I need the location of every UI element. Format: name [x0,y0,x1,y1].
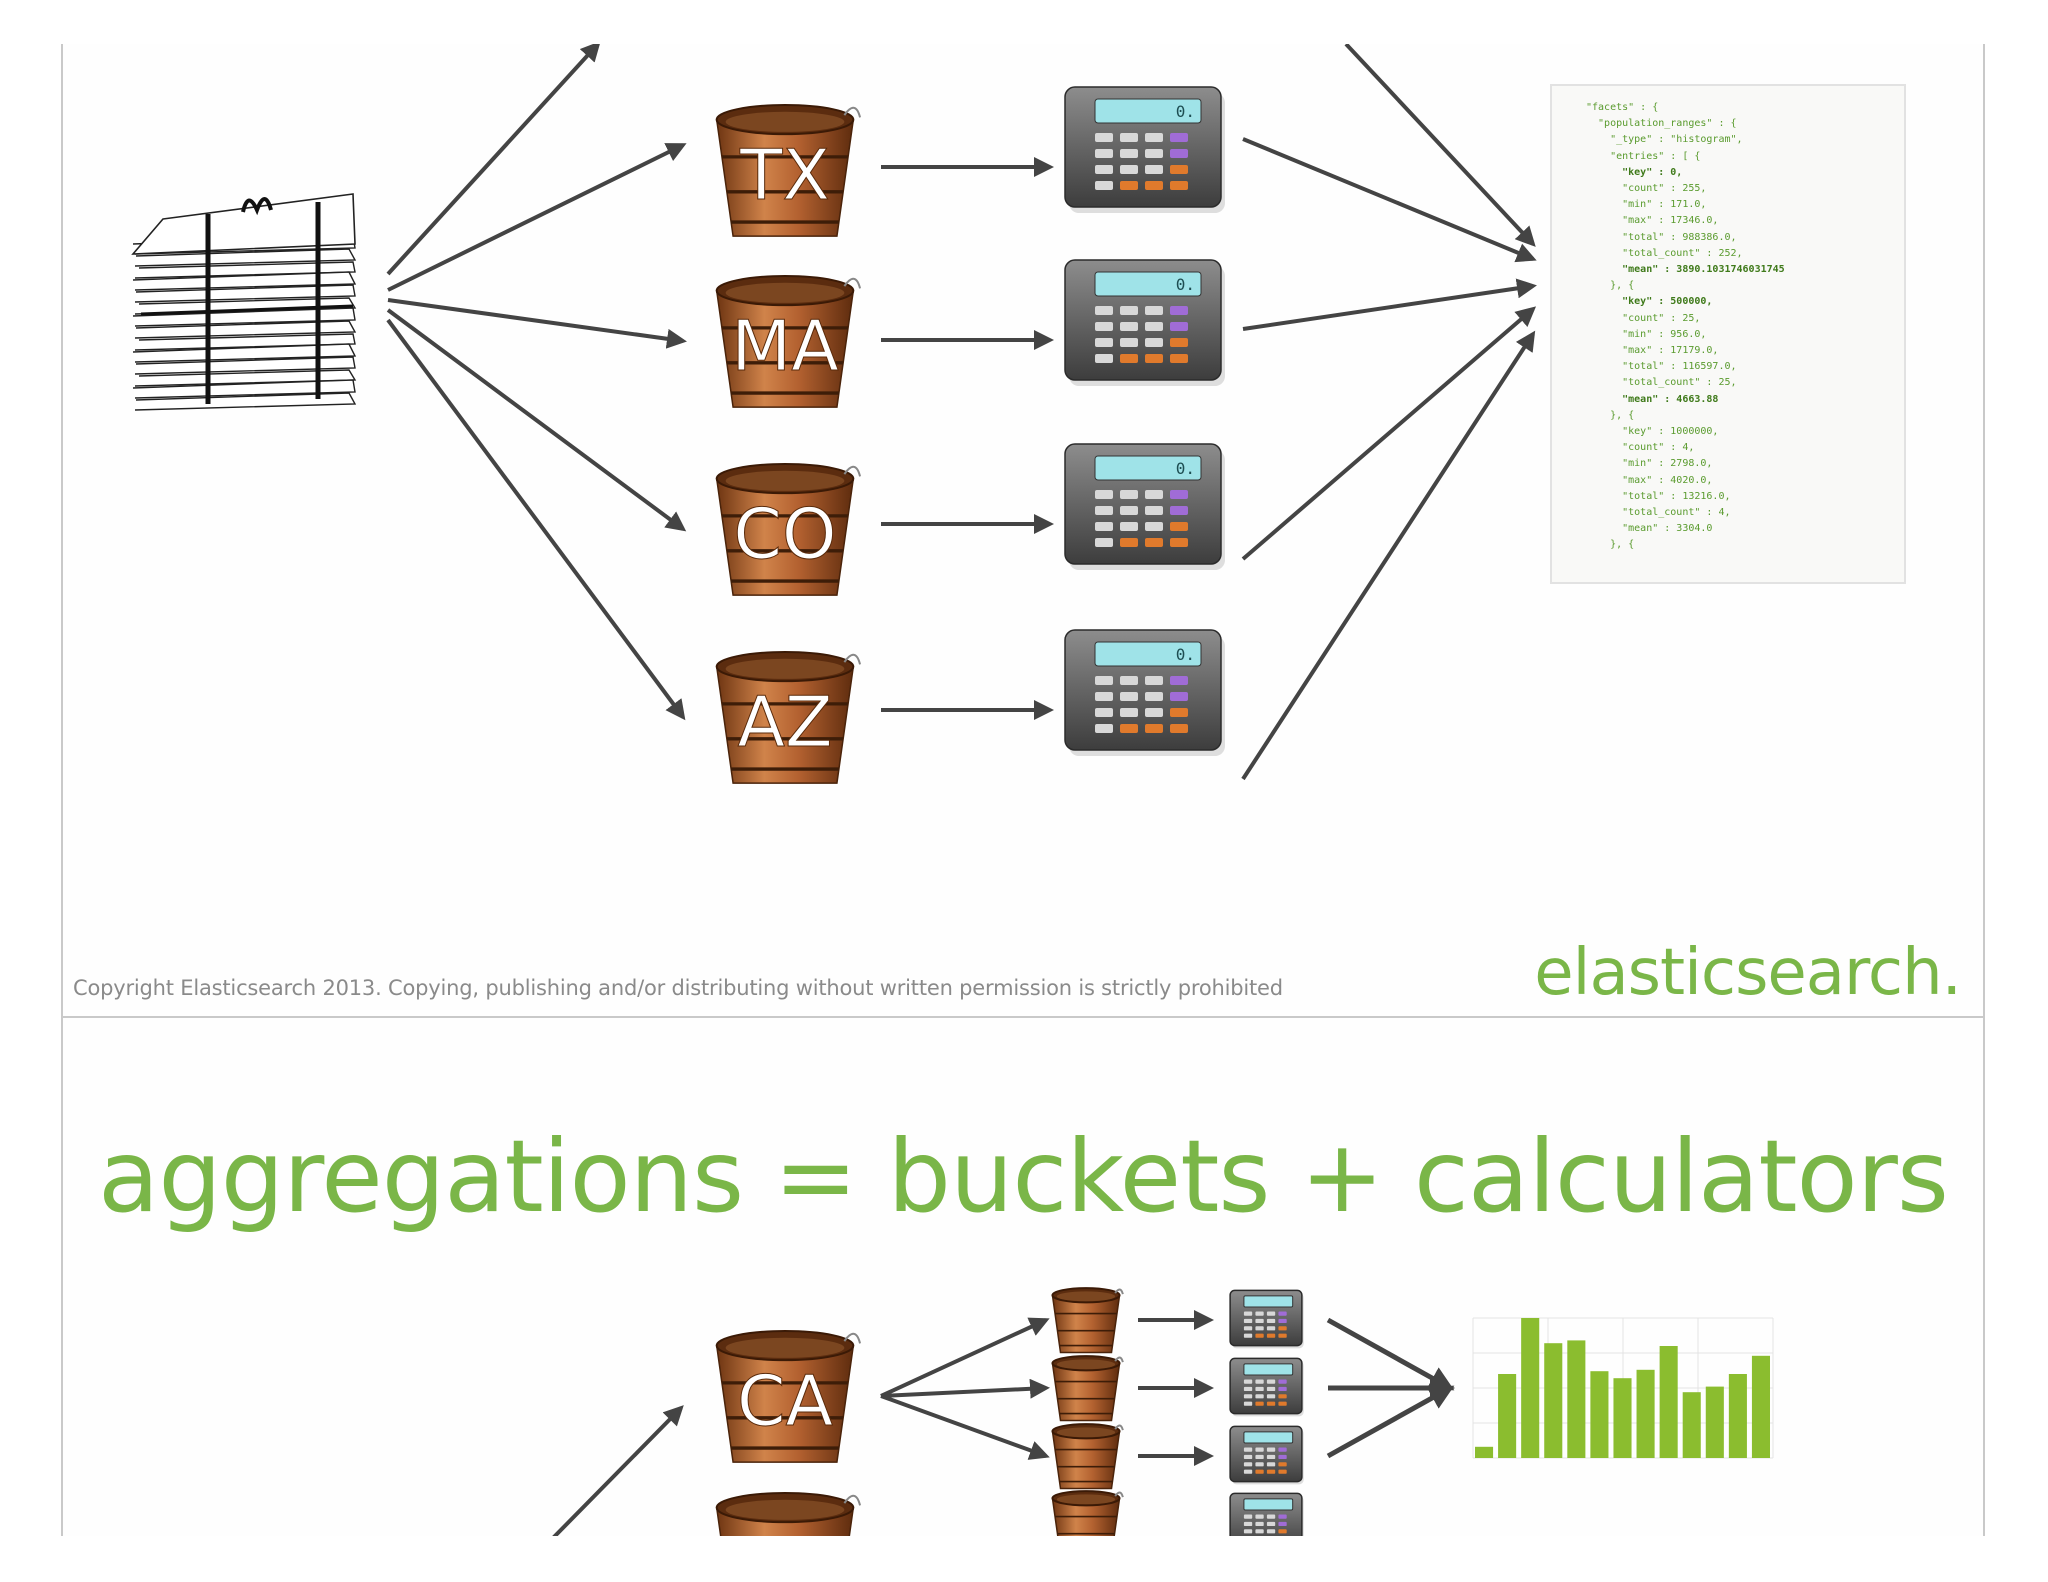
json-line: "max" : 17179.0, [1586,345,1719,357]
slide-headline: aggregations = buckets + calculators [98,1118,1949,1235]
small-bucket-icon [1051,1423,1124,1490]
bucket-label: AZ [737,683,832,763]
arrow-bucket-to-small-bucket [880,1317,1050,1398]
small-bucket-icon [1051,1490,1124,1536]
arrow-stack-to-bucket [387,298,687,349]
json-line: "count" : 4, [1586,442,1695,454]
arrow-calculator-to-json [1241,330,1536,781]
copyright-notice: Copyright Elasticsearch 2013. Copying, p… [73,976,1283,1000]
json-line: "total" : 116597.0, [1586,361,1737,373]
histogram-bar [1659,1346,1678,1458]
arrow-offscreen-to-json [1344,44,1536,247]
json-line: "total_count" : 25, [1586,377,1737,389]
json-line: "count" : 25, [1586,312,1701,324]
calculator-display: 0. [1176,645,1195,664]
calculator-icon: 0. [1064,259,1225,386]
histogram-bar [1728,1374,1747,1458]
calculator-icon [1229,1425,1304,1485]
bucket-label: TX [739,136,830,216]
facets-flow-diagram: TX 0. MA 0. CO 0. AZ 0. [131,44,1537,784]
arrow-into-bucket [552,1405,684,1536]
json-line: "total" : 988386.0, [1586,231,1737,243]
arrow-calculator-to-json [1242,137,1537,263]
json-line: "entries" : [ { [1586,150,1701,162]
arrow-stack-offscreen [386,44,601,276]
arrow-stack-to-bucket [386,308,687,532]
arrow-calculator-to-histogram [1326,1385,1455,1459]
histogram-bar [1682,1392,1701,1458]
arrow-calculator-to-json [1242,278,1537,331]
documents-stack-icon [131,193,357,411]
json-line: "total_count" : 252, [1586,247,1743,259]
json-line: }, { [1586,280,1635,292]
calculator-display: 0. [1176,275,1195,294]
small-bucket-icon [1051,1287,1124,1354]
histogram-bar [1475,1446,1494,1458]
bucket-icon [715,1492,862,1536]
histogram-bar [1613,1378,1632,1458]
histogram-bar [1521,1318,1540,1458]
json-line: "min" : 2798.0, [1586,458,1713,470]
arrow-stack-to-bucket [387,143,687,292]
json-line: "mean" : 4663.88 [1586,393,1719,405]
calculator-icon: 0. [1064,86,1225,213]
small-bucket-icon [1051,1355,1124,1422]
json-line: "facets" : { [1586,102,1659,113]
bucket-icon: TX [715,104,862,237]
bucket-icon: AZ [715,651,862,784]
arrow-calculator-to-histogram [1326,1317,1455,1391]
arrow-stack-to-bucket [386,318,686,721]
calculator-icon [1229,1289,1304,1349]
json-line: "total" : 13216.0, [1586,490,1731,502]
arrow-bucket-to-small-bucket [880,1378,1050,1399]
bucket-label: CA [737,1362,833,1442]
bucket-icon: MA [715,275,862,408]
calculator-display: 0. [1176,102,1195,121]
calculator-icon: 0. [1064,443,1225,570]
histogram-bar [1705,1386,1724,1458]
slide-facets-flow: TX 0. MA 0. CO 0. AZ 0. "facets" : { "populatio… [61,44,1985,1018]
arrow-bucket-to-small-bucket [880,1394,1050,1460]
histogram-bar [1636,1369,1655,1458]
json-line: "key" : 500000, [1586,296,1713,308]
bucket-label: CO [733,495,836,575]
elasticsearch-logo: elasticsearch. [1534,936,1962,1010]
json-line: "mean" : 3890.1031746031745 [1586,264,1785,276]
histogram-chart [1472,1317,1774,1459]
json-line: "max" : 17346.0, [1586,215,1719,227]
bucket-label: MA [731,307,838,387]
json-line: "total_count" : 4, [1586,507,1731,519]
calculator-icon [1229,1492,1304,1536]
histogram-bar [1544,1343,1563,1458]
histogram-bar [1590,1371,1609,1458]
histogram-bar [1751,1355,1770,1458]
json-line: "mean" : 3304.0 [1586,523,1713,535]
json-line: "min" : 956.0, [1586,328,1707,340]
bucket-icon: CO [715,463,862,596]
bucket-icon: CA [715,1330,862,1463]
arrow-calculator-to-json [1241,306,1537,561]
json-response-panel: "facets" : { "population_ranges" : { "_t… [1550,84,1906,584]
calculator-icon: 0. [1064,629,1225,756]
histogram-bar [1498,1374,1517,1458]
calculator-display: 0. [1176,459,1195,478]
json-line: "count" : 255, [1586,183,1707,195]
calculator-icon [1229,1357,1304,1417]
json-line: "min" : 171.0, [1586,199,1707,211]
json-line: "key" : 0, [1586,166,1683,178]
histogram-bar [1567,1340,1586,1458]
json-line: }, { [1586,539,1635,551]
aggregations-flow-diagram: CA [552,1287,1774,1536]
json-line: "population_ranges" : { [1586,118,1737,130]
json-line: "key" : 1000000, [1586,426,1719,438]
json-line: }, { [1586,409,1635,421]
slide-aggregations: CA aggregations = buckets + calculators [61,1018,1985,1536]
json-line: "max" : 4020.0, [1586,474,1713,486]
json-line: "_type" : "histogram", [1586,134,1743,146]
